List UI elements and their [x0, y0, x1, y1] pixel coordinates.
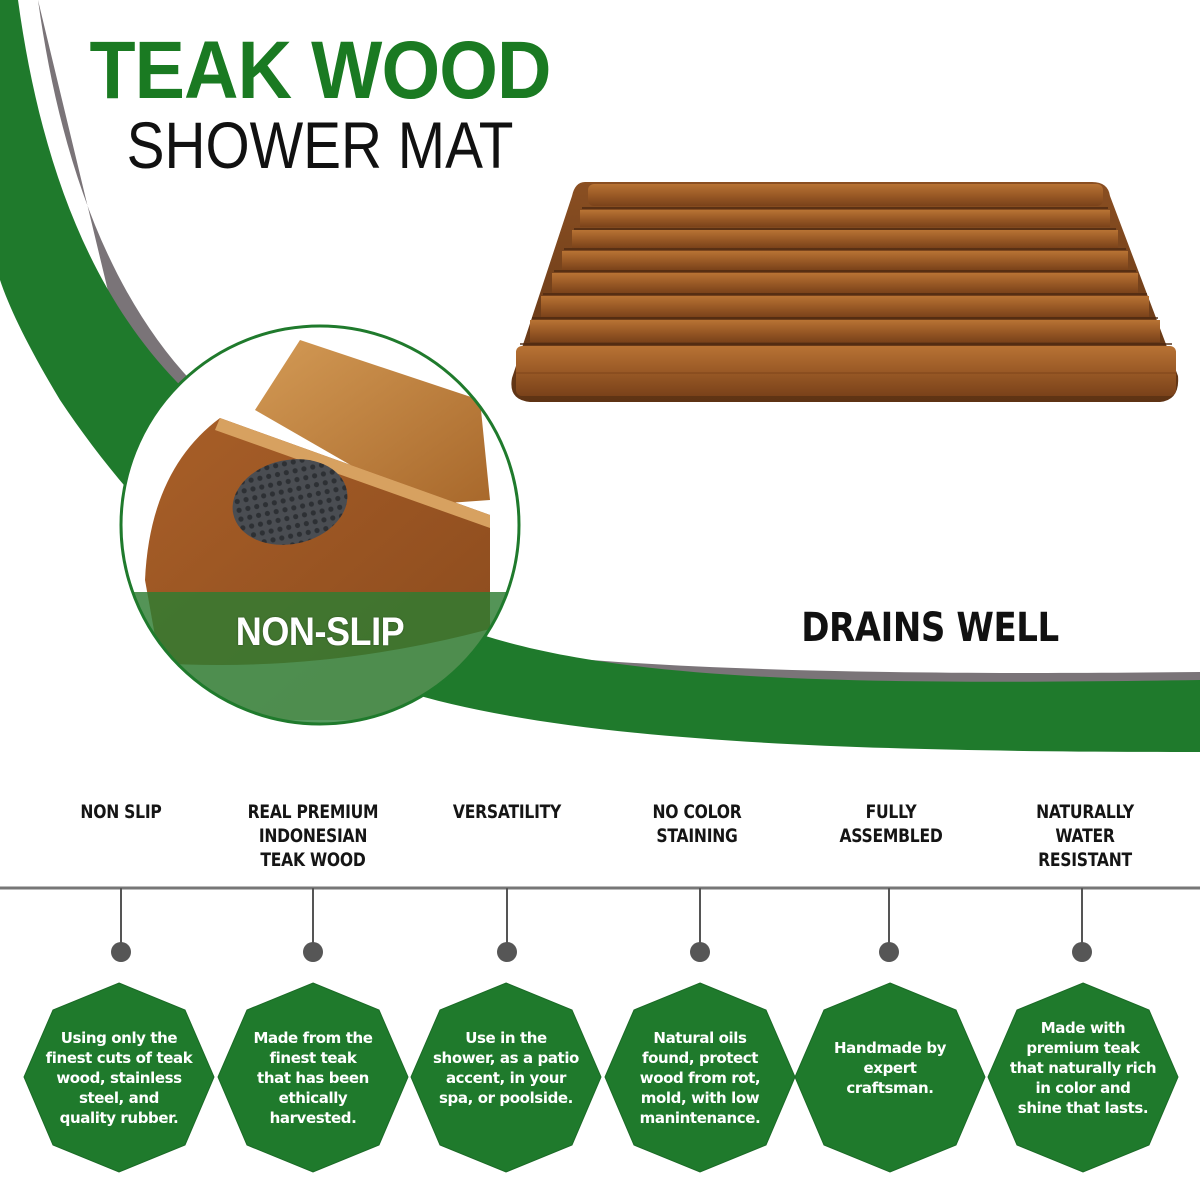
feature-heading-versatility: VERSATILITY	[452, 801, 562, 823]
feature-description-water-resistant: Made with premium teak that naturally ri…	[1009, 1019, 1157, 1117]
feature-octagon	[604, 982, 796, 1173]
feature-octagon	[794, 982, 986, 1173]
feature-octagon	[23, 982, 215, 1173]
timeline-dot	[497, 942, 517, 962]
feature-octagon	[410, 982, 602, 1173]
feature-description-fully-assembled: Handmade by expert craftsman.	[833, 1039, 947, 1097]
timeline-dot	[303, 942, 323, 962]
drains-well-callout: DRAINS WELL	[801, 605, 1059, 651]
non-slip-callout: NON-SLIP	[235, 610, 405, 654]
feature-octagon	[217, 982, 409, 1173]
timeline-dot	[111, 942, 131, 962]
feature-heading-fully-assembled: FULLY ASSEMBLED	[839, 801, 943, 847]
feature-description-non-slip: Using only the finest cuts of teak wood,…	[45, 1029, 193, 1127]
timeline-dot	[879, 942, 899, 962]
feature-heading-no-color-staining: NO COLOR STAINING	[652, 801, 742, 847]
feature-heading-premium-teak: REAL PREMIUM INDONESIAN TEAK WOOD	[247, 801, 379, 871]
feature-heading-non-slip: NON SLIP	[80, 801, 162, 823]
feature-heading-water-resistant: NATURALLY WATER RESISTANT	[1036, 801, 1134, 871]
feature-description-premium-teak: Made from the finest teak that has been …	[253, 1029, 373, 1127]
timeline-dot	[690, 942, 710, 962]
feature-description-versatility: Use in the shower, as a patio accent, in…	[433, 1029, 579, 1107]
product-title: TEAK WOOD	[89, 25, 551, 116]
feature-description-no-color-staining: Natural oils found, protect wood from ro…	[639, 1029, 761, 1127]
product-subtitle: SHOWER MAT	[126, 108, 514, 182]
feature-octagon	[987, 982, 1179, 1173]
timeline-dot	[1072, 942, 1092, 962]
